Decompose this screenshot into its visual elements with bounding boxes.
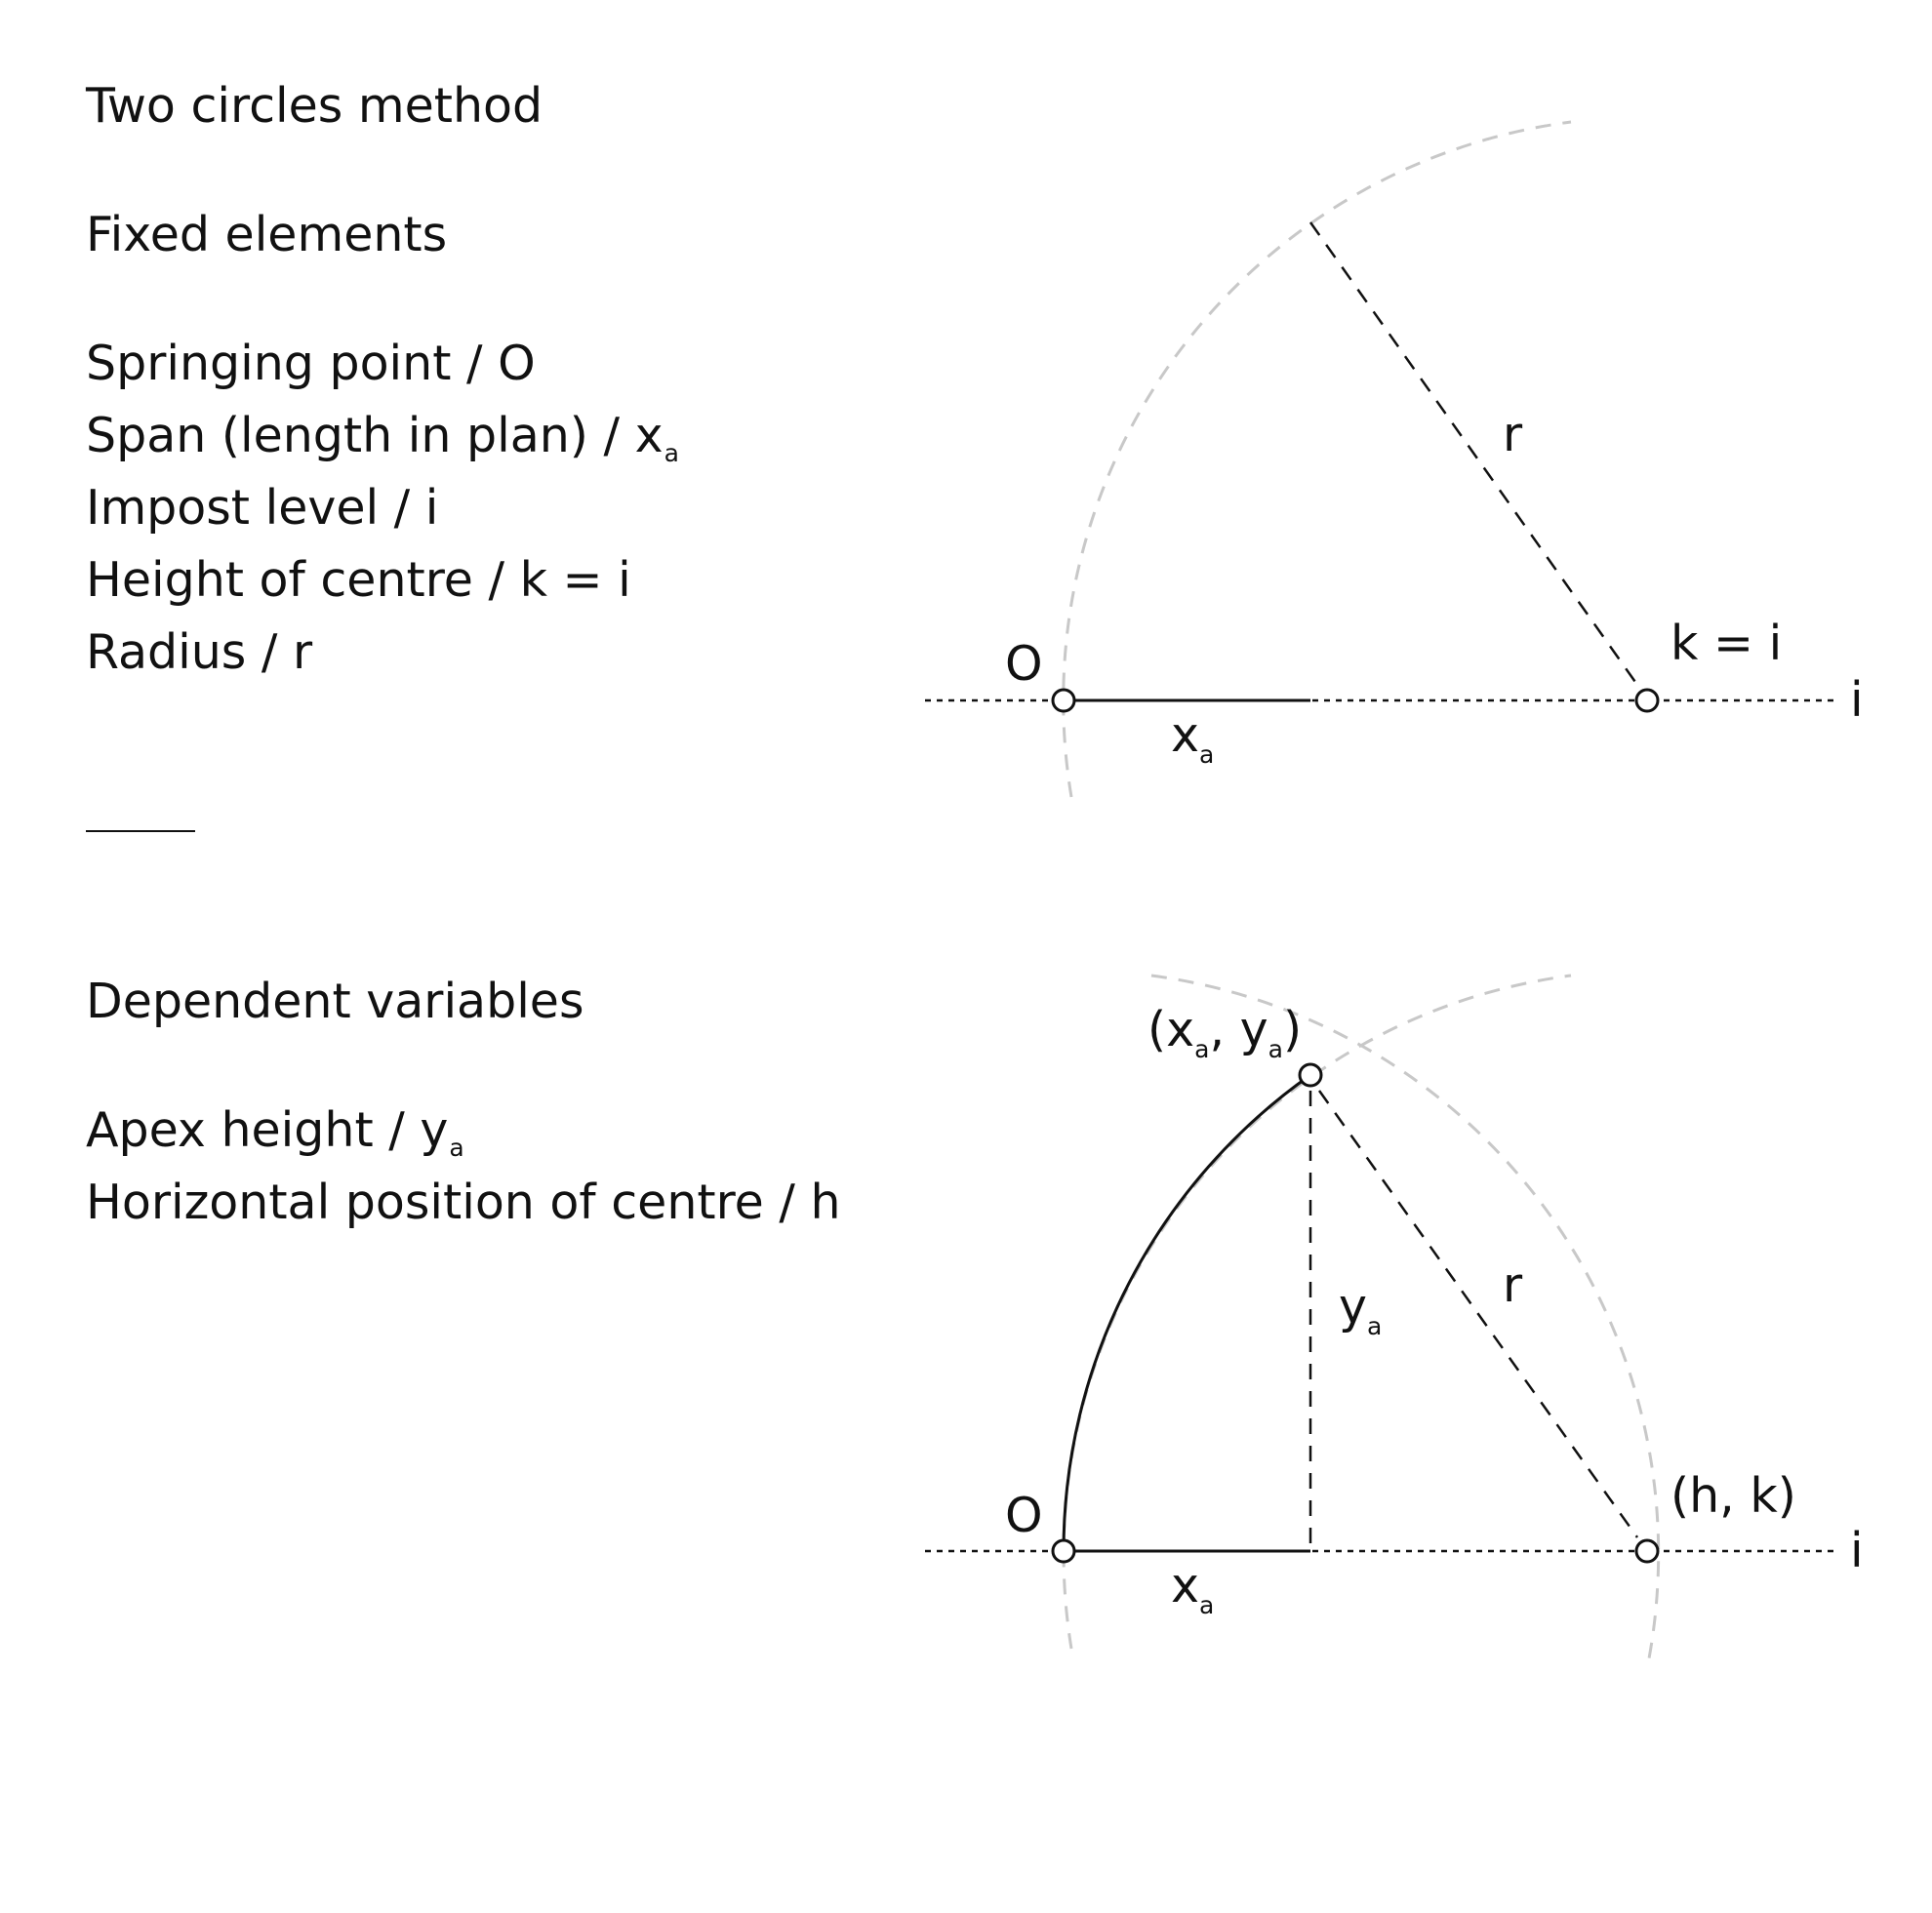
fixed-elements-heading: Fixed elements: [86, 207, 448, 262]
fixed-item-span: Span (length in plan) / xa: [86, 408, 679, 467]
dependent-item-centre-position: Horizontal position of centre / h: [86, 1175, 841, 1230]
construction-arc-left-centre: [1150, 974, 1661, 1659]
centre-label: k = i: [1670, 616, 1782, 671]
fixed-item-centre-height: Height of centre / k = i: [86, 552, 631, 608]
radius-line: [1317, 1090, 1639, 1538]
dependent-item-apex-height: Apex height / ya: [86, 1102, 464, 1162]
centre-label: (h, k): [1670, 1468, 1796, 1524]
origin-label: O: [1005, 1488, 1043, 1543]
section-divider: [86, 830, 195, 832]
origin-label: O: [1005, 636, 1043, 692]
diagram-fixed-elements: O xa r k = i i: [925, 120, 1864, 798]
apex-height-label: ya: [1339, 1279, 1382, 1340]
fixed-text-block: Two circles method Fixed elements Spring…: [86, 74, 679, 693]
centre-marker: [1634, 1538, 1660, 1564]
dependent-variables-heading: Dependent variables: [86, 974, 584, 1029]
impost-label: i: [1850, 1523, 1864, 1578]
span-label: xa: [1171, 707, 1214, 769]
arch-curve: [1062, 1073, 1311, 1552]
diagram-title: Two circles method: [86, 78, 543, 134]
diagram-dependent-variables: O xa (xa, ya) ya r (h, k) i: [925, 974, 1864, 1659]
dependent-text-block: Dependent variables Apex height / ya Hor…: [86, 970, 842, 1243]
radius-label: r: [1503, 1257, 1523, 1313]
centre-marker: [1634, 688, 1660, 713]
apex-marker: [1298, 1062, 1323, 1088]
span-label: xa: [1171, 1558, 1214, 1619]
fixed-item-impost: Impost level / i: [86, 480, 439, 536]
fixed-item-springing: Springing point / O: [86, 336, 536, 391]
fixed-item-radius: Radius / r: [86, 624, 313, 680]
radius-label: r: [1503, 407, 1523, 462]
radius-line: [1308, 221, 1639, 686]
impost-label: i: [1850, 672, 1864, 728]
apex-label: (xa, ya): [1147, 1002, 1302, 1063]
construction-arc: [1062, 120, 1572, 798]
springing-point-marker: [1051, 1538, 1076, 1564]
springing-point-marker: [1051, 688, 1076, 713]
